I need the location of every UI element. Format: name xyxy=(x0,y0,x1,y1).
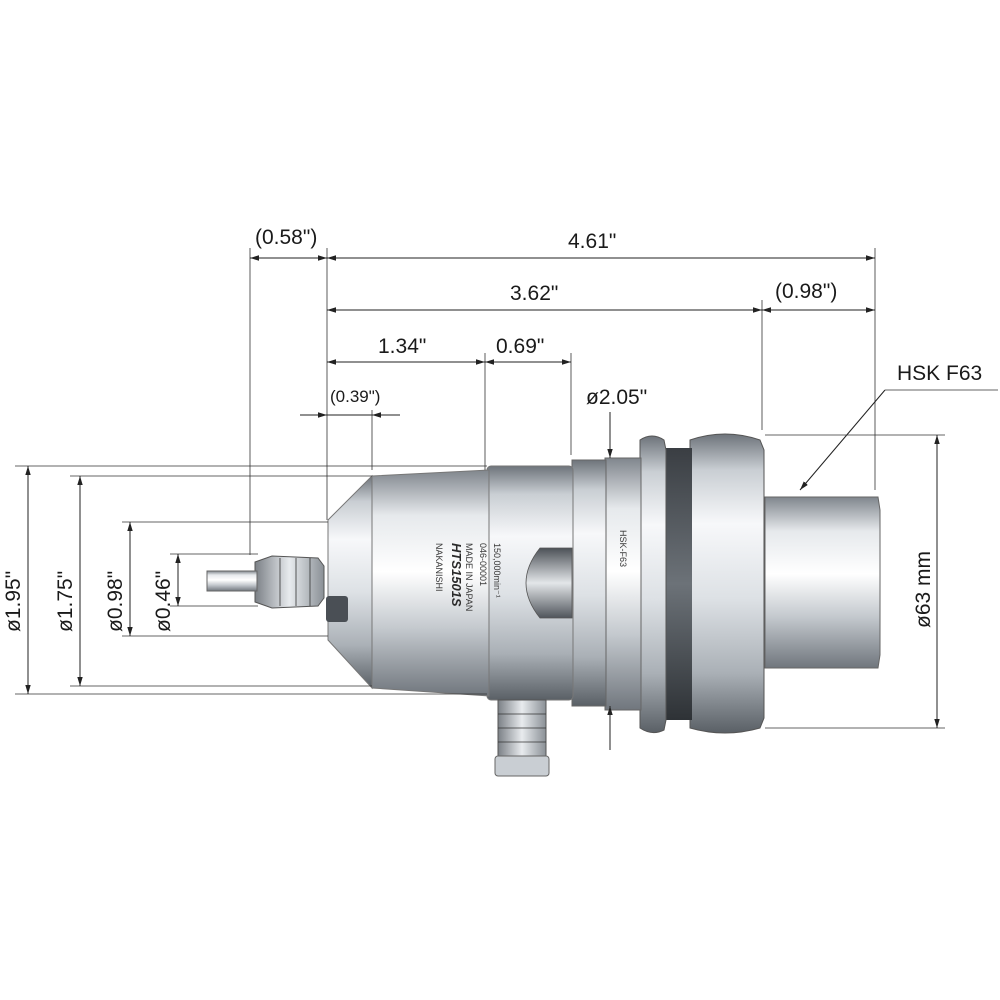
grip-collar xyxy=(639,435,667,734)
dim-shank-length: (0.98") xyxy=(775,280,837,303)
washer-plate xyxy=(604,457,642,711)
dim-body-to-flange: 3.62" xyxy=(510,282,558,305)
ring xyxy=(571,459,607,707)
coolant-fitting xyxy=(494,699,550,777)
tool-bit xyxy=(206,570,258,592)
dim-body-diameter: ø1.95" xyxy=(2,571,25,632)
engraving-speed: 150,000min⁻¹ xyxy=(492,543,502,598)
hsk-shank xyxy=(764,496,881,669)
coolant-slot xyxy=(525,547,573,619)
tool-body: NAKANISHI HTS1501S MADE IN JAPAN 046-000… xyxy=(206,433,881,777)
engraving-serial: 046-00001 xyxy=(478,543,488,586)
dim-nose-diameter: ø1.75" xyxy=(54,571,77,632)
flange-groove xyxy=(664,448,692,720)
dim-nose-extension: (0.58") xyxy=(255,226,317,249)
dim-overall-length: 4.61" xyxy=(568,230,616,253)
dim-cone-length: (0.39") xyxy=(330,387,380,406)
engraving-model: HTS1501S xyxy=(449,543,464,607)
engraving-origin: MADE IN JAPAN xyxy=(464,543,474,611)
shank-mark: HSK-F63 xyxy=(618,530,628,567)
flange-disc xyxy=(689,433,765,734)
dim-collet-diameter: ø0.98" xyxy=(104,571,127,632)
engraving: NAKANISHI HTS1501S MADE IN JAPAN 046-000… xyxy=(434,543,502,611)
dim-shank-type: HSK F63 xyxy=(897,362,982,385)
collet-nut xyxy=(254,555,325,609)
nose-cone xyxy=(327,474,373,690)
dimensions: (0.58") 4.61" 3.62" (0.98") 1.34" 0.69" … xyxy=(2,226,998,750)
dim-tool-diameter: ø0.46" xyxy=(152,571,175,632)
dim-flange-diameter: ø2.05" xyxy=(586,386,647,409)
dim-coolant-section: 0.69" xyxy=(496,335,544,358)
dim-shank-diameter: ø63 mm xyxy=(912,551,935,628)
dim-nose-length: 1.34" xyxy=(378,335,426,358)
spanner-flat xyxy=(326,596,348,622)
engraving-brand: NAKANISHI xyxy=(434,543,444,592)
